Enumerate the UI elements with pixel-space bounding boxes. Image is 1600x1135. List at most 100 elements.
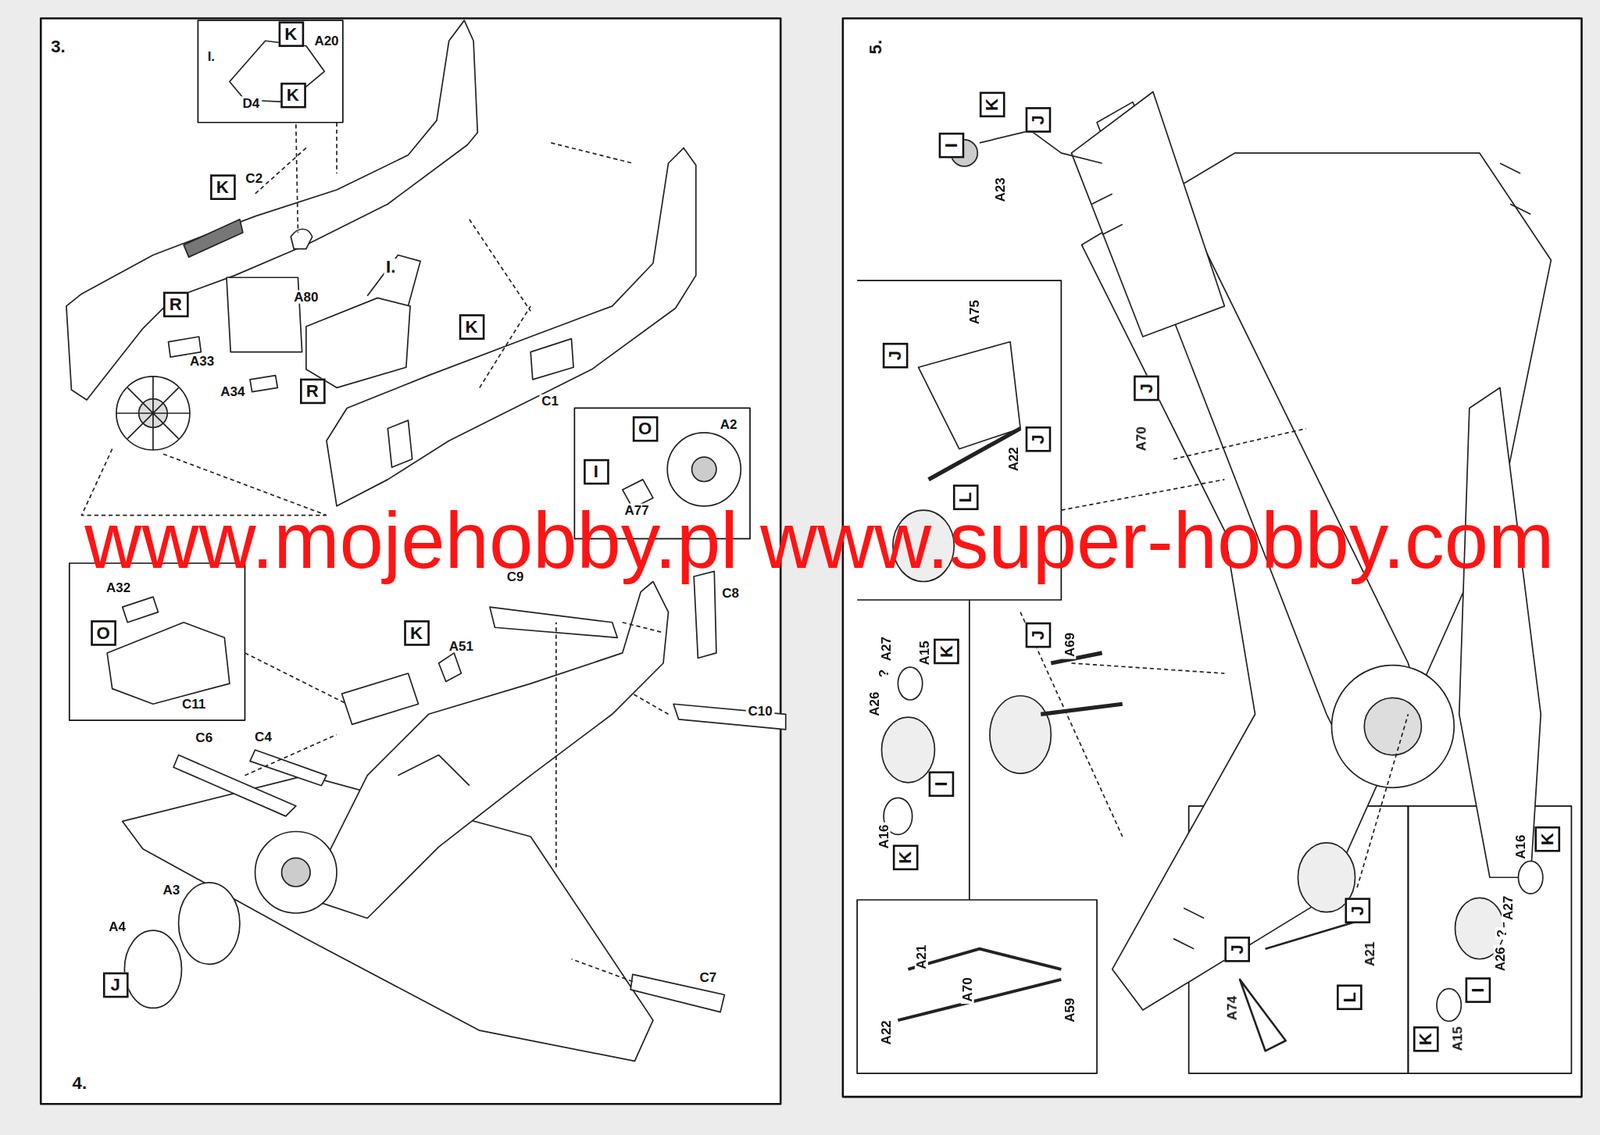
colour-letter: J — [110, 975, 120, 995]
colour-key-box: J — [1025, 106, 1051, 133]
colour-letter: I — [931, 781, 951, 786]
part-number: A80 — [292, 290, 321, 304]
step-number: I. — [383, 258, 398, 276]
part-number: A59 — [1062, 996, 1076, 1025]
part-number: A20 — [312, 34, 341, 48]
leader-line — [979, 130, 1103, 164]
colour-key-box: O — [632, 415, 658, 442]
colour-key-box: R — [299, 378, 325, 404]
colour-letter: R — [169, 294, 183, 315]
engine-part — [692, 457, 717, 482]
colour-key-box: K — [458, 314, 485, 340]
colour-key-box: O — [90, 619, 117, 646]
small-part — [439, 653, 462, 683]
colour-key-box: I — [582, 458, 609, 485]
colour-key-box: K — [892, 844, 918, 871]
engine-part — [116, 376, 190, 450]
wheel — [881, 717, 935, 783]
detail-inset — [197, 20, 343, 123]
panel-detail — [183, 219, 243, 258]
part-number: A22 — [1006, 445, 1020, 474]
bracket-part — [229, 40, 325, 102]
colour-letter: O — [96, 622, 110, 643]
cockpit-tub — [306, 297, 411, 388]
colour-key-box: K — [1412, 1025, 1439, 1052]
colour-key-box: J — [1025, 425, 1051, 452]
colour-key-box: K — [1534, 825, 1561, 852]
cockpit-tub — [367, 255, 421, 307]
detail-inset — [857, 900, 1097, 1074]
colour-letter: J — [1028, 629, 1048, 640]
part-number: C9 — [504, 569, 526, 583]
colour-letter: R — [306, 381, 319, 401]
colour-key-box: J — [1224, 935, 1250, 962]
canopy-frame — [397, 755, 469, 786]
colour-letter: I — [941, 142, 961, 147]
engine-part — [281, 857, 311, 887]
part-number: A69 — [1062, 630, 1076, 659]
engine-part — [255, 831, 337, 913]
colour-key-box: K — [403, 619, 430, 646]
colour-letter: K — [982, 97, 1002, 111]
part-number: A32 — [103, 581, 133, 595]
cowl-ring — [124, 930, 182, 1008]
colour-key-box: J — [102, 971, 129, 998]
colour-key-box: J — [1132, 375, 1159, 401]
hub-cap — [1436, 989, 1461, 1022]
step-number: 5. — [867, 37, 885, 57]
gun-cover — [173, 750, 327, 817]
colour-key-box: K — [280, 82, 307, 108]
hub-cap — [1518, 860, 1543, 894]
rudder — [693, 571, 717, 658]
colour-letter: J — [1028, 433, 1048, 443]
engine-part — [667, 432, 741, 507]
colour-letter: I — [593, 461, 599, 482]
gear-leg — [1040, 653, 1122, 715]
step-number: 4. — [70, 1075, 90, 1093]
part-number: A15 — [1450, 1024, 1465, 1053]
part-number: A16 — [877, 822, 891, 851]
colour-letter: K — [1415, 1032, 1436, 1046]
colour-letter: K — [1537, 832, 1558, 846]
colour-letter: J — [1227, 944, 1247, 954]
engine-cowl — [1364, 697, 1422, 755]
colour-letter: J — [1028, 114, 1048, 125]
fuselage-half — [66, 20, 478, 400]
colour-key-box: J — [1025, 621, 1051, 648]
colour-letter: K — [284, 24, 297, 44]
colour-letter: K — [895, 850, 915, 864]
watermark: www.mojehobby.pl www.super-hobby.com — [84, 501, 1554, 581]
engine-cowl — [1331, 665, 1454, 789]
part-number: A16 — [1514, 832, 1528, 861]
colour-letter: I — [1467, 987, 1488, 993]
colour-key-box: L — [1335, 984, 1362, 1011]
part-number: C7 — [697, 971, 719, 985]
colour-key-box: K — [932, 638, 959, 665]
detail-inset — [69, 563, 246, 721]
fuselage — [306, 581, 669, 918]
part-number: A70 — [1134, 424, 1148, 453]
tail-plane — [489, 607, 618, 638]
part-number: A33 — [187, 354, 216, 368]
colour-letter: J — [885, 350, 905, 360]
part-number: A27 — [878, 634, 893, 663]
engine-cylinders — [116, 376, 190, 450]
colour-key-box: K — [278, 21, 304, 47]
part-number: ? — [1495, 927, 1509, 940]
tail-plane — [1071, 92, 1225, 337]
part-number: A23 — [993, 175, 1008, 204]
part-number: A26 — [1493, 945, 1508, 974]
colour-letter: L — [1339, 991, 1359, 1003]
part-number: C1 — [539, 394, 561, 408]
small-part — [122, 596, 159, 623]
part-number: C11 — [179, 697, 208, 711]
leader-line — [81, 122, 633, 516]
colour-letter: K — [410, 622, 423, 643]
part-number: C2 — [243, 171, 265, 186]
tail-plane — [673, 703, 786, 730]
part-number: A21 — [1362, 939, 1376, 968]
part-number: C4 — [253, 730, 275, 744]
part-number: ? — [877, 667, 891, 680]
colour-key-box: K — [209, 174, 236, 200]
gear-leg — [928, 428, 1022, 480]
